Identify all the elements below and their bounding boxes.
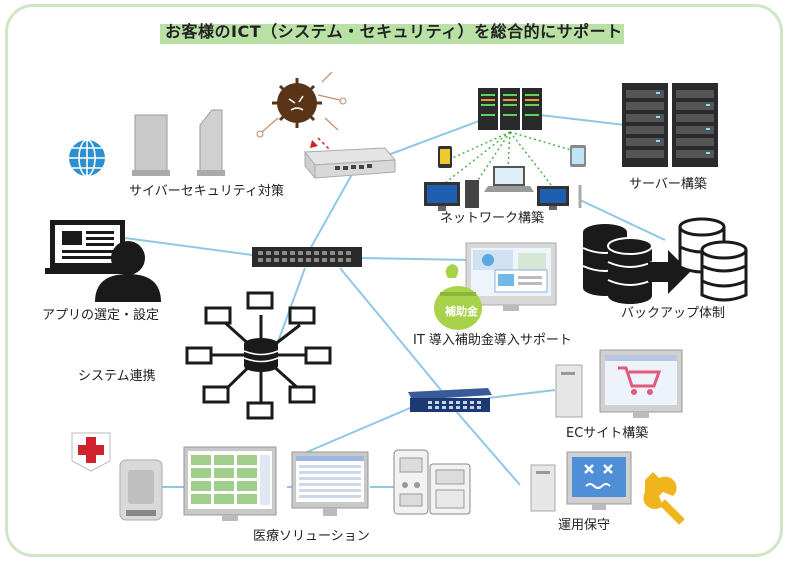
database-icon xyxy=(582,224,653,304)
label-medical: 医療ソリューション xyxy=(250,528,373,545)
network-switch-icon xyxy=(252,247,362,267)
virus-icon xyxy=(256,71,347,151)
medical-screens xyxy=(183,446,369,521)
label-backup: バックアップ体制 xyxy=(618,305,729,322)
ec-cart-icon xyxy=(555,349,683,418)
wrench-icon xyxy=(643,472,685,525)
title-highlight xyxy=(160,24,624,44)
label-operation: 運用保守 xyxy=(555,517,614,534)
server-rack-icon xyxy=(478,88,542,130)
network-links xyxy=(444,131,579,187)
medical-equipment-icon xyxy=(393,449,471,515)
hub-database-icon xyxy=(185,291,332,420)
subsidy-badge-label: 補助金 xyxy=(445,305,478,318)
network-switch-icon xyxy=(408,388,492,412)
label-ec-site: ECサイト構築 xyxy=(563,425,652,442)
laptop-icon xyxy=(484,166,534,192)
operation-monitor xyxy=(530,451,632,512)
label-cyber-security: サイバーセキュリティ対策 xyxy=(126,183,287,200)
label-network: ネットワーク構築 xyxy=(437,210,548,227)
label-server: サーバー構築 xyxy=(626,176,710,193)
medical-device-icon xyxy=(119,459,163,521)
label-app-selection: アプリの選定・設定 xyxy=(39,307,163,324)
desktop-icon xyxy=(424,180,569,211)
server-rack-icon xyxy=(622,83,718,167)
globe-icon xyxy=(69,139,105,177)
it-subsidy-screens xyxy=(465,242,557,311)
router-icon xyxy=(304,147,397,180)
label-it-subsidy: IT 導入補助金導入サポート xyxy=(410,332,575,349)
page-title: お客様のICT（システム・セキュリティ）を総合的にサポート xyxy=(165,22,623,41)
medical-cross-icon xyxy=(71,432,111,472)
arrow-icon xyxy=(648,250,690,294)
label-system-integration: システム連携 xyxy=(75,368,159,385)
subsidy-bag-icon xyxy=(434,264,482,330)
database-icon xyxy=(678,217,748,302)
server-tower-icon xyxy=(132,109,225,176)
tablet-icon xyxy=(438,145,586,168)
connection-lines xyxy=(124,114,666,488)
computer-user-icon xyxy=(45,220,161,302)
